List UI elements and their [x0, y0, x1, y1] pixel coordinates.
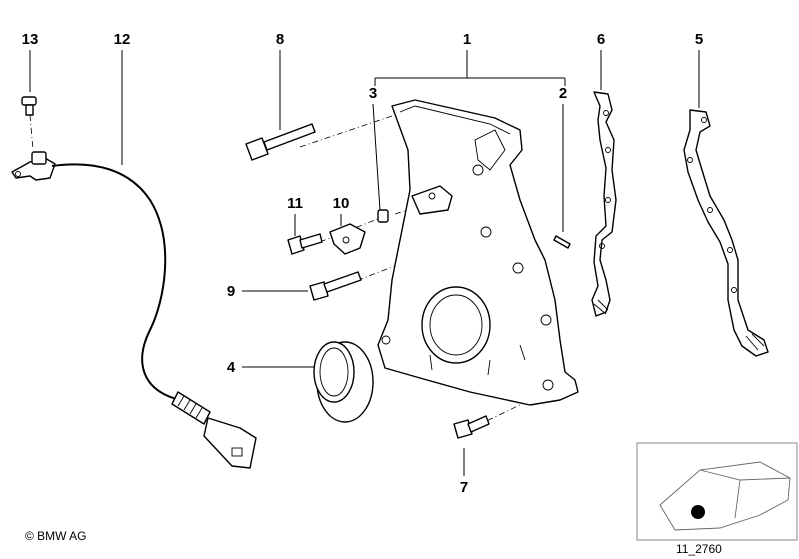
copyright-text: © BMW AG [25, 529, 87, 543]
callout-1[interactable]: 1 [463, 31, 471, 48]
part-12-sensor-cable[interactable] [11, 151, 257, 469]
callout-9[interactable]: 9 [227, 283, 235, 300]
callout-4[interactable]: 4 [227, 359, 236, 376]
part-10-bracket[interactable] [329, 223, 366, 255]
callout-5[interactable]: 5 [695, 31, 703, 48]
part-5-gasket[interactable] [683, 109, 769, 357]
callout-2[interactable]: 2 [559, 85, 567, 102]
callout-7[interactable]: 7 [460, 479, 468, 496]
callout-13[interactable]: 13 [22, 31, 39, 48]
part-4-shaft-seal[interactable] [313, 341, 374, 423]
part-7-bolt[interactable] [453, 415, 490, 439]
part-3-dowel[interactable] [377, 209, 389, 223]
callout-6[interactable]: 6 [597, 31, 605, 48]
location-marker-icon [691, 505, 705, 519]
callout-8[interactable]: 8 [276, 31, 284, 48]
callout-12[interactable]: 12 [114, 31, 131, 48]
callout-11[interactable]: 11 [287, 195, 303, 212]
vehicle-locator-inset: 11_2760 [636, 442, 798, 556]
part-2-pin[interactable] [553, 235, 571, 249]
part-13-screw[interactable] [21, 96, 37, 116]
part-11-bolt[interactable] [287, 233, 323, 255]
part-9-bolt[interactable] [309, 271, 362, 301]
part-6-gasket[interactable] [591, 91, 617, 317]
callout-10[interactable]: 10 [333, 195, 350, 212]
part-8-bolt[interactable] [245, 123, 316, 161]
callout-3[interactable]: 3 [369, 85, 377, 102]
diagram-code: 11_2760 [676, 542, 722, 556]
part-1-timing-cover[interactable] [377, 99, 579, 406]
